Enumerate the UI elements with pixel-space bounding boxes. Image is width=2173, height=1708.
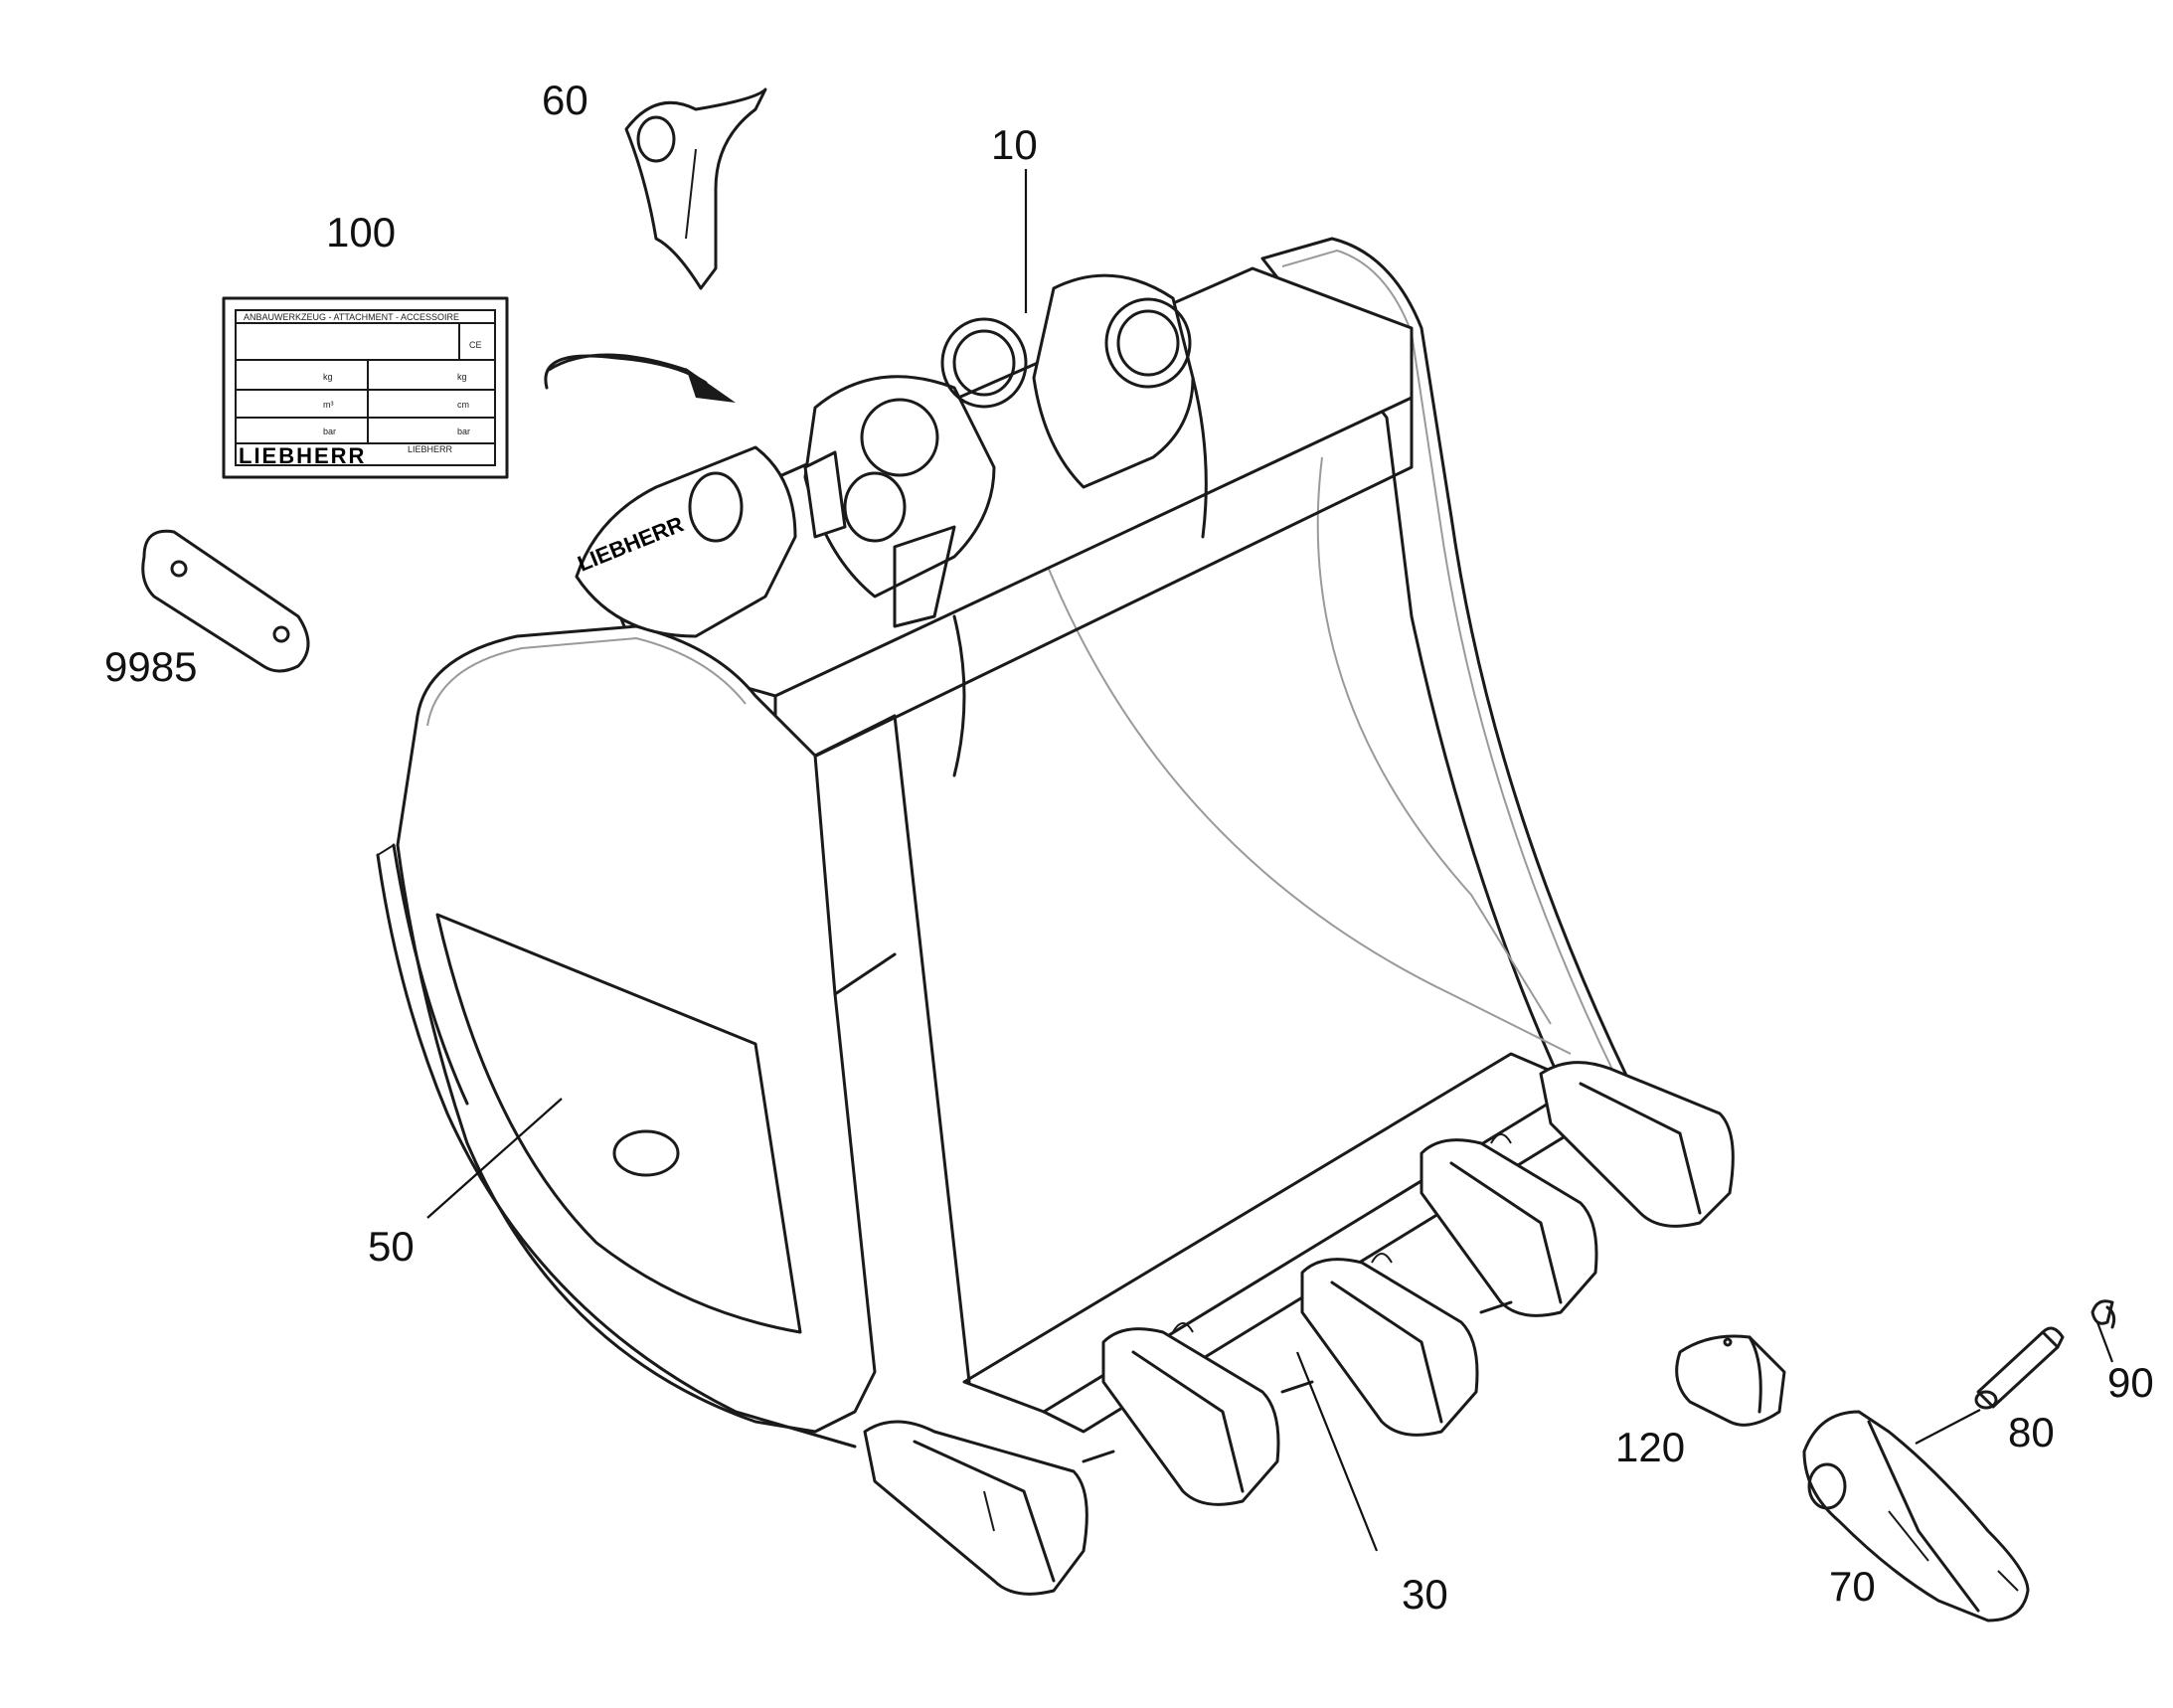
part-120-wear-cap	[1675, 1334, 1786, 1427]
teeth-row	[863, 1061, 1735, 1596]
plate-brand-sub: LIEBHERR	[408, 444, 453, 454]
callout-100: 100	[326, 209, 396, 256]
plate-unit-left-3: bar	[323, 427, 336, 436]
lifting-eye	[803, 450, 847, 539]
callout-120: 120	[1615, 1424, 1685, 1470]
callout-labels: 10 30 50 60 70 80 90 100 120 9985	[104, 77, 2154, 1618]
plate-unit-right-2: cm	[457, 400, 469, 410]
tooth-3	[1300, 1253, 1479, 1437]
plate-header: ANBAUWERKZEUG - ATTACHMENT - ACCESSOIRE	[244, 312, 459, 322]
part-100-type-plate: ANBAUWERKZEUG - ATTACHMENT - ACCESSOIRE …	[222, 296, 509, 479]
bucket: LIEBHERR	[376, 237, 1632, 1449]
tooth-1	[863, 1420, 1088, 1596]
part-80-pin	[1974, 1326, 2065, 1410]
callout-30: 30	[1402, 1571, 1448, 1618]
leader-lines	[426, 169, 2114, 1552]
tooth-5	[1539, 1061, 1735, 1228]
ce-mark: CE	[469, 340, 482, 350]
plate-unit-right-1: kg	[457, 372, 467, 382]
plate-unit-right-3: bar	[457, 427, 470, 436]
part-70-adapter	[1802, 1410, 2030, 1623]
hinge-lugs: LIEBHERR	[575, 273, 1208, 777]
callout-80: 80	[2008, 1409, 2055, 1455]
bolt-hole	[612, 1129, 680, 1177]
callout-70: 70	[1829, 1563, 1876, 1610]
plate-unit-left-2: m³	[323, 400, 334, 410]
tooth-2	[1101, 1322, 1280, 1506]
plate-brand: LIEBHERR	[239, 443, 366, 468]
arrow-curved-icon	[544, 353, 736, 403]
part-60-hook	[624, 87, 767, 290]
callout-90: 90	[2107, 1359, 2154, 1406]
tooth-4	[1420, 1133, 1598, 1317]
plate-unit-left-1: kg	[323, 372, 333, 382]
callout-60: 60	[542, 77, 588, 123]
part-90-retainer-clip	[2090, 1299, 2116, 1329]
part-9985-shim-plate	[141, 529, 310, 673]
callout-10: 10	[991, 121, 1038, 168]
callout-9985: 9985	[104, 643, 197, 690]
callout-50: 50	[368, 1223, 415, 1270]
